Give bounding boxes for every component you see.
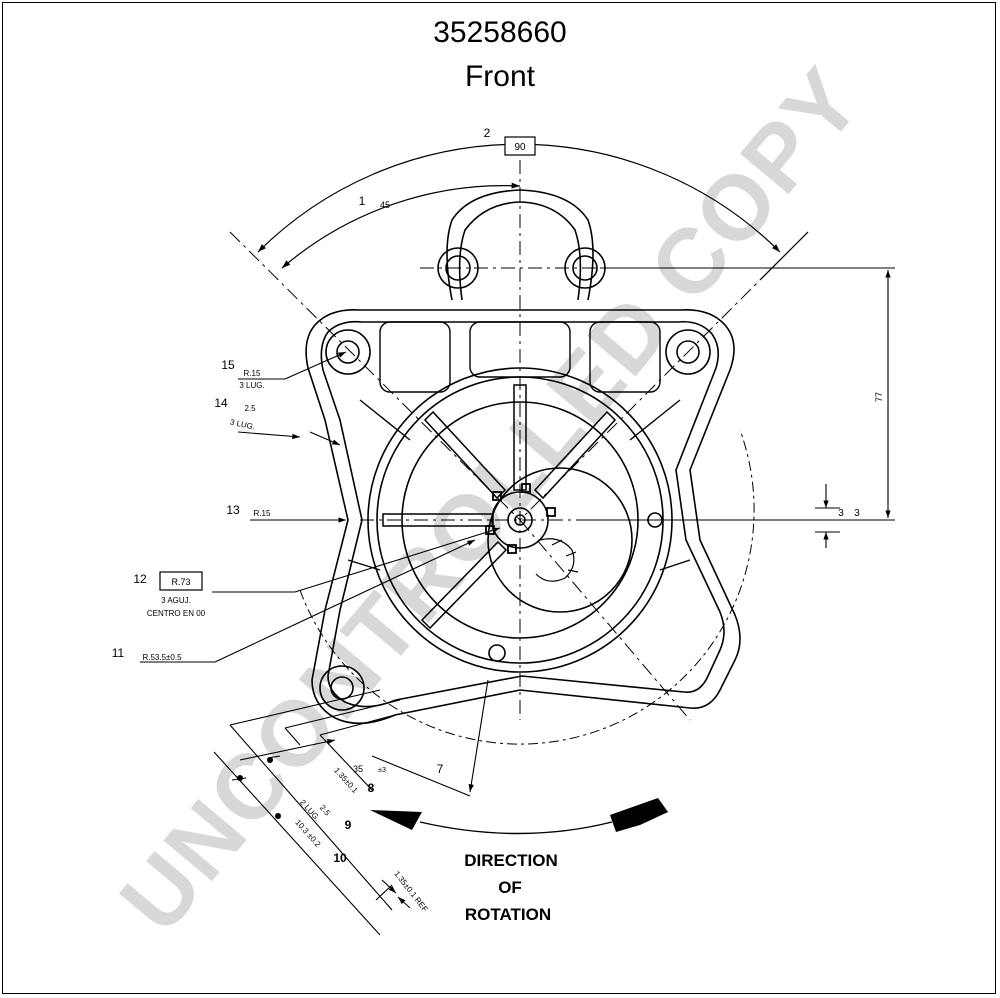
brush-holders xyxy=(485,483,556,554)
pitch-circle-arc xyxy=(299,429,755,745)
view-title: Front xyxy=(464,60,536,93)
callout-7: 7 xyxy=(437,762,444,776)
angle-box xyxy=(504,136,536,156)
callout-8: 8 xyxy=(368,781,375,795)
lug-25-label: 2.5 xyxy=(244,404,256,413)
angle-total-text: 90 xyxy=(514,142,526,153)
callout-9: 9 xyxy=(345,818,352,832)
callout-2: 2 xyxy=(484,126,491,140)
offset-3-text: 3 xyxy=(838,508,844,519)
rotation-label-1: DIRECTION xyxy=(464,851,558,870)
r15-label: R.15 xyxy=(254,509,271,518)
r15-3lug-label: R.15 xyxy=(244,369,261,378)
rotation-label-3: ROTATION xyxy=(465,905,551,924)
r73-text: R.73 xyxy=(171,577,190,587)
dimension-dots xyxy=(237,757,281,819)
callout-13: 13 xyxy=(226,503,240,517)
tol-3-text: ±3 xyxy=(378,767,386,774)
r73-note-1: 3 AGUJ. xyxy=(161,596,191,605)
callout-14: 14 xyxy=(214,396,228,410)
callout-1: 1 xyxy=(359,194,366,208)
part-number: 35258660 xyxy=(433,16,567,49)
r73-box xyxy=(159,571,203,591)
d135ref-text: 1.35±0.1 REF xyxy=(392,869,430,913)
callout-12: 12 xyxy=(133,572,147,586)
r535-text: R.53.5±0.5 xyxy=(142,653,182,662)
rotation-label-2: OF xyxy=(498,878,522,897)
height-77-text: 77 xyxy=(874,392,884,402)
callout-15: 15 xyxy=(221,358,235,372)
callout-11: 11 xyxy=(112,646,125,660)
r15-3lug-note: 3 LUG. xyxy=(239,381,264,390)
lug-dimension-lines xyxy=(213,689,411,936)
callout-3: 3 xyxy=(854,508,860,519)
angle-half-text: 45 xyxy=(380,200,390,210)
pinion-gear xyxy=(535,538,579,582)
lug-25-note: 3 LUG. xyxy=(229,418,256,432)
r73-note-2: CENTRO EN 00 xyxy=(147,609,206,618)
callout-10: 10 xyxy=(333,851,347,865)
watermark-text: UNCONTROLLED COPY xyxy=(101,49,881,951)
leader-lines xyxy=(140,351,815,797)
dim-35-text: 35 xyxy=(353,764,363,774)
rotation-arrow xyxy=(370,798,668,835)
